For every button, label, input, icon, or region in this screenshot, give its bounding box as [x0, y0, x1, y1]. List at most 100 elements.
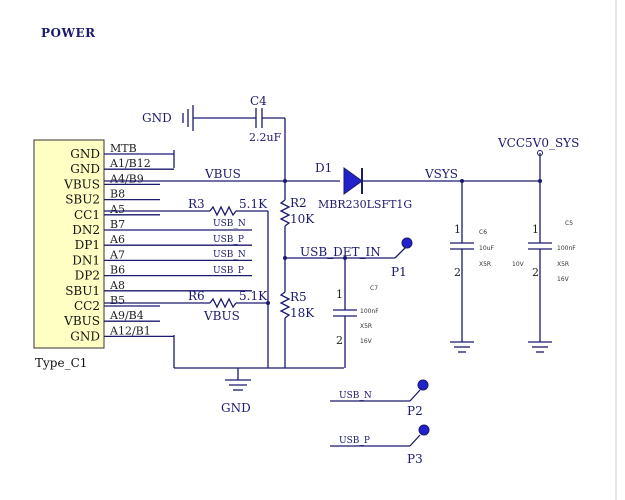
connector-pin-number: B6 — [110, 264, 125, 277]
c5-pin2: 2 — [532, 266, 539, 279]
net-label-usb-p-1: USB_P — [213, 235, 244, 245]
r3-name: R3 — [188, 197, 205, 211]
connector-pin-label: DN2 — [72, 223, 100, 237]
testpoint-p2-label: P2 — [407, 404, 423, 418]
gnd-symbol-top: GND — [142, 105, 194, 131]
c7-pin1: 1 — [336, 288, 343, 301]
c5-name: C5 — [565, 220, 573, 227]
connector-name: Type_C1 — [35, 356, 87, 370]
resistor-r5: R5 18K — [279, 258, 315, 368]
r2-name: R2 — [290, 196, 307, 210]
net-label-vbus-bottom: VBUS — [203, 309, 240, 323]
connector-pin-wires — [104, 153, 252, 338]
c5-voltage: 16V — [557, 276, 570, 283]
connector-pin-number: A8 — [109, 279, 125, 292]
c6-name: C6 — [479, 229, 487, 236]
vcc-net-label: VCC5V0_SYS — [497, 136, 579, 150]
gnd-symbol-c5 — [528, 341, 552, 353]
c6-pin2: 2 — [454, 266, 461, 279]
net-label-vsys: VSYS — [424, 167, 458, 181]
c6-dielectric: X5R — [479, 261, 491, 268]
connector-pin-number: A4/B9 — [109, 172, 144, 185]
d1-anode-triangle — [343, 167, 363, 195]
c5-pin1: 1 — [532, 223, 539, 236]
diode-d1: D1 MBR230LSFT1G — [315, 161, 412, 211]
testpoint-p3-label: P3 — [407, 452, 423, 466]
connector-pin-label: DP2 — [75, 269, 100, 283]
c7-dielectric: X5R — [360, 323, 372, 330]
testpoint-p3 — [418, 424, 430, 436]
testpoint-p3-group: USB_P P3 — [330, 424, 430, 466]
connector-pin-label: GND — [70, 147, 100, 161]
connector-pin-label: SBU2 — [65, 193, 100, 207]
c7-value: 100nF — [360, 308, 379, 315]
testpoint-p1-label: P1 — [391, 265, 407, 279]
c6-voltage: 10V — [512, 261, 525, 268]
net-label-usb-det: USB_DET_IN — [300, 245, 381, 259]
c5-dielectric: X5R — [557, 261, 569, 268]
gnd-symbol-c6 — [450, 341, 474, 353]
c7-pin2: 2 — [336, 334, 343, 347]
testpoint-p2-group: USB_N P2 — [330, 379, 429, 418]
c4-name: C4 — [250, 94, 267, 108]
d1-part: MBR230LSFT1G — [318, 198, 412, 211]
c4-value: 2.2uF — [249, 131, 282, 144]
connector-pin-label: GND — [70, 162, 100, 176]
connector-pin-label: CC2 — [74, 299, 100, 313]
connector-pin-numbers: MTB A1/B12A4/B9B8A5B7A6A7B6A8B5A9/B4A12/B… — [109, 142, 151, 337]
resistor-r6: R6 5.1K — [104, 289, 270, 309]
connector-pin-number: A12/B1 — [109, 324, 151, 337]
net-label-usb-n-port: USB_N — [339, 391, 372, 401]
connector-body — [33, 139, 105, 349]
gnd-label-bottom: GND — [221, 401, 251, 415]
r5-name: R5 — [290, 290, 307, 304]
c6-value: 10uF — [479, 245, 494, 252]
resistor-r2: R2 10K — [279, 179, 315, 258]
capacitor-c4: C4 2.2uF — [193, 94, 286, 181]
net-label-usb-n-2: USB_N — [213, 250, 246, 260]
r6-value: 5.1K — [239, 289, 268, 303]
connector-pin-number: B8 — [110, 188, 125, 201]
connector-pin-label: VBUS — [63, 177, 100, 191]
connector-pin-number: A7 — [109, 248, 125, 261]
capacitor-c6: 1 2 C6 10uF X5R 10V — [450, 181, 525, 342]
connector-pin-label: SBU1 — [65, 284, 100, 298]
r6-name: R6 — [188, 289, 205, 303]
c7-name: C7 — [370, 285, 378, 292]
c6-pin1: 1 — [454, 223, 461, 236]
capacitor-c7: 1 2 C7 100nF X5R 16V — [333, 258, 379, 368]
capacitor-c5: 1 2 C5 100nF X5R 16V — [528, 181, 576, 342]
connector-pin-number: A6 — [109, 233, 125, 246]
connector-pin-label: VBUS — [63, 314, 100, 328]
net-label-usb-p-2: USB_P — [213, 266, 244, 276]
c5-value: 100nF — [557, 245, 576, 252]
connector-pin-number: MTB — [110, 142, 137, 155]
connector-pin-label: CC1 — [74, 208, 100, 222]
connector-pin-number: B7 — [110, 218, 125, 231]
c7-voltage: 16V — [360, 338, 373, 345]
connector-pin-label: DP1 — [75, 238, 100, 252]
net-label-vbus-top: VBUS — [204, 167, 241, 181]
connector-pin-labels: GNDGNDVBUSSBU2CC1DN2DP1DN1DP2SBU1CC2VBUS… — [63, 147, 100, 343]
page-title: POWER — [41, 26, 96, 40]
connector-pin-label: DN1 — [72, 253, 100, 267]
gnd-label-top: GND — [142, 111, 172, 125]
connector-pin-number: A9/B4 — [109, 309, 144, 322]
net-label-usb-p-port: USB_P — [339, 436, 370, 446]
gnd-symbol-bottom: GND — [221, 368, 251, 415]
testpoint-p2 — [417, 379, 429, 391]
connector-pin-number: B5 — [110, 294, 125, 307]
connector-pin-number: A1/B12 — [109, 157, 151, 170]
r2-value: 10K — [290, 212, 315, 226]
connector-pin-number: A5 — [109, 203, 125, 216]
type-c-connector: GNDGNDVBUSSBU2CC1DN2DP1DN1DP2SBU1CC2VBUS… — [33, 139, 151, 370]
r5-value: 18K — [290, 306, 315, 320]
testpoint-p1 — [401, 237, 413, 249]
r3-value: 5.1K — [239, 197, 268, 211]
vcc-port — [537, 150, 543, 156]
d1-name: D1 — [315, 161, 332, 175]
net-label-usb-n-1: USB_N — [213, 219, 246, 229]
connector-pin-label: GND — [70, 329, 100, 343]
resistor-r3: R3 5.1K — [104, 197, 269, 368]
